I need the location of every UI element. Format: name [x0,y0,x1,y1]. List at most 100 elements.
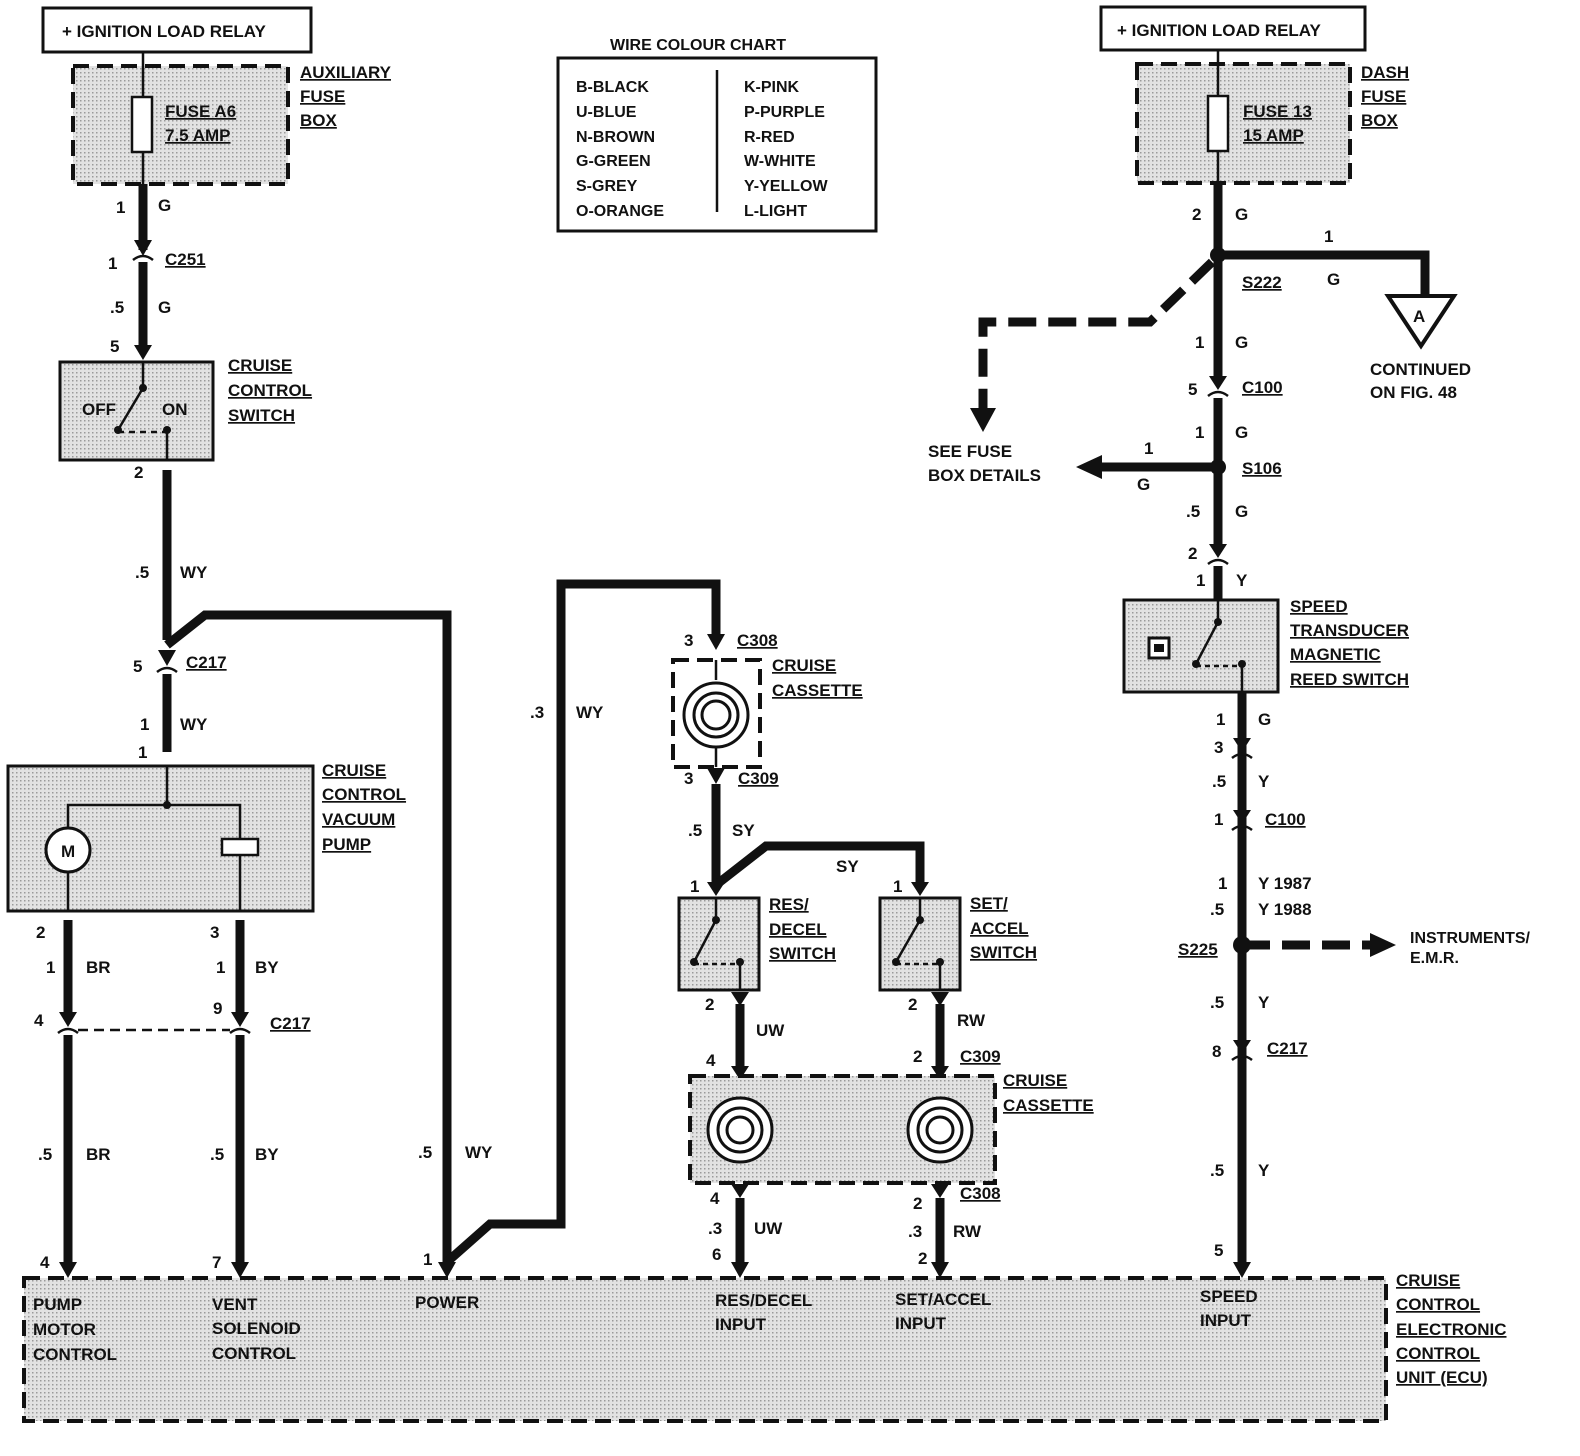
switch-on-label: ON [162,400,188,419]
svg-text:1: 1 [216,958,225,977]
svg-text:BY: BY [255,1145,279,1164]
svg-text:CONTROL: CONTROL [1396,1344,1480,1363]
svg-text:1: 1 [423,1250,432,1269]
svg-text:CASSETTE: CASSETTE [772,681,863,700]
svg-text:SWITCH: SWITCH [228,406,295,425]
svg-text:BOX DETAILS: BOX DETAILS [928,466,1041,485]
svg-text:UNIT (ECU): UNIT (ECU) [1396,1368,1488,1387]
svg-text:1: 1 [690,877,699,896]
svg-text:INPUT: INPUT [1200,1311,1252,1330]
switch-off-label: OFF [82,400,116,419]
svg-text:CONTROL: CONTROL [212,1344,296,1363]
cruise-cassette-bottom: CRUISE CASSETTE [688,1071,1094,1185]
svg-text:G-GREEN: G-GREEN [576,153,651,170]
svg-text:2: 2 [913,1194,922,1213]
splice-s106-label: S106 [1242,459,1282,478]
svg-text:1: 1 [1196,571,1205,590]
svg-text:1: 1 [140,715,149,734]
svg-text:1: 1 [46,958,55,977]
svg-text:SET/ACCEL: SET/ACCEL [895,1290,991,1309]
svg-text:BOX: BOX [1361,111,1399,130]
svg-text:.3: .3 [708,1219,722,1238]
svg-text:ACCEL: ACCEL [970,919,1029,938]
svg-text:9: 9 [213,999,222,1018]
set-accel-switch: SET/ ACCEL SWITCH [878,894,1037,992]
svg-text:Y: Y [1258,1161,1270,1180]
svg-text:1: 1 [108,254,117,273]
svg-text:SWITCH: SWITCH [769,944,836,963]
svg-text:RW: RW [953,1222,982,1241]
svg-text:CONTROL: CONTROL [1396,1295,1480,1314]
svg-text:.5: .5 [688,821,702,840]
svg-text:S-GREY: S-GREY [576,178,638,195]
svg-text:Y: Y [1258,993,1270,1012]
svg-text:2: 2 [913,1047,922,1066]
svg-text:MOTOR: MOTOR [33,1320,96,1339]
svg-text:4: 4 [40,1253,50,1272]
connector-c100-bottom: C100 [1265,810,1306,829]
connector-c308-bottom: C308 [960,1184,1001,1203]
svg-text:2: 2 [918,1249,927,1268]
svg-text:G: G [1235,502,1248,521]
svg-text:SPEED: SPEED [1200,1287,1258,1306]
svg-text:CRUISE: CRUISE [228,356,292,375]
svg-text:G: G [158,298,171,317]
svg-text:VENT: VENT [212,1295,258,1314]
svg-text:U-BLUE: U-BLUE [576,104,637,121]
svg-text:1: 1 [138,743,147,762]
solenoid-icon [220,837,260,857]
svg-text:K-PINK: K-PINK [744,79,800,96]
wire-colour-chart: WIRE COLOUR CHART B-BLACK U-BLUE N-BROWN… [556,37,878,233]
svg-text:CRUISE: CRUISE [1003,1071,1067,1090]
svg-text:BR: BR [86,958,111,977]
fuse-13-name: FUSE 13 [1243,102,1312,121]
connector-c308-top: C308 [737,631,778,650]
svg-text:5: 5 [1188,380,1197,399]
fuse-a6-icon [130,95,154,154]
svg-text:ELECTRONIC: ELECTRONIC [1396,1320,1507,1339]
svg-text:WY: WY [180,563,208,582]
svg-text:7: 7 [212,1253,221,1272]
svg-text:WY: WY [180,715,208,734]
svg-text:1: 1 [1218,874,1227,893]
svg-text:SY: SY [732,821,755,840]
connector-c217-right: C217 [1267,1039,1308,1058]
fuse-13-icon [1206,94,1230,153]
svg-text:REED SWITCH: REED SWITCH [1290,670,1409,689]
arrow-right-icon [1370,933,1396,957]
svg-text:CRUISE: CRUISE [1396,1271,1460,1290]
svg-text:6: 6 [712,1245,721,1264]
aux-fuse-box-label-1: AUXILIARY [300,63,392,82]
svg-text:G: G [1137,475,1150,494]
svg-text:5: 5 [1214,1241,1223,1260]
svg-text:.5: .5 [1210,1161,1224,1180]
svg-text:.5: .5 [418,1143,432,1162]
svg-text:1: 1 [1324,227,1333,246]
aux-fuse-box-label-3: BOX [300,111,338,130]
svg-text:DECEL: DECEL [769,920,827,939]
svg-text:G: G [1235,205,1248,224]
svg-text:INPUT: INPUT [895,1314,947,1333]
motor-label: M [61,842,75,861]
dash-fuse-box: FUSE 13 15 AMP DASH FUSE BOX [1135,62,1409,185]
svg-text:RES/DECEL: RES/DECEL [715,1291,812,1310]
speed-transducer-reed-switch: SPEED TRANSDUCER MAGNETIC REED SWITCH [1122,597,1409,694]
svg-text:2: 2 [1192,205,1201,224]
svg-text:.5: .5 [1210,993,1224,1012]
svg-text:TRANSDUCER: TRANSDUCER [1290,621,1409,640]
svg-text:3: 3 [210,923,219,942]
svg-text:Y 1987: Y 1987 [1258,874,1312,893]
svg-text:8: 8 [1212,1042,1221,1061]
svg-text:UW: UW [754,1219,783,1238]
cruise-control-ecu: PUMP MOTOR CONTROL VENT SOLENOID CONTROL… [22,1271,1507,1423]
relay-right-label: + IGNITION LOAD RELAY [1117,21,1322,40]
connector-c251: C251 [165,250,206,269]
svg-text:P-PURPLE: P-PURPLE [744,104,825,121]
svg-text:5: 5 [110,337,119,356]
svg-text:2: 2 [908,995,917,1014]
svg-text:SPEED: SPEED [1290,597,1348,616]
svg-text:RES/: RES/ [769,895,809,914]
cruise-cassette-top: CRUISE CASSETTE [671,656,863,769]
fuse-a6-name: FUSE A6 [165,102,236,121]
svg-text:L-LIGHT: L-LIGHT [744,203,807,220]
